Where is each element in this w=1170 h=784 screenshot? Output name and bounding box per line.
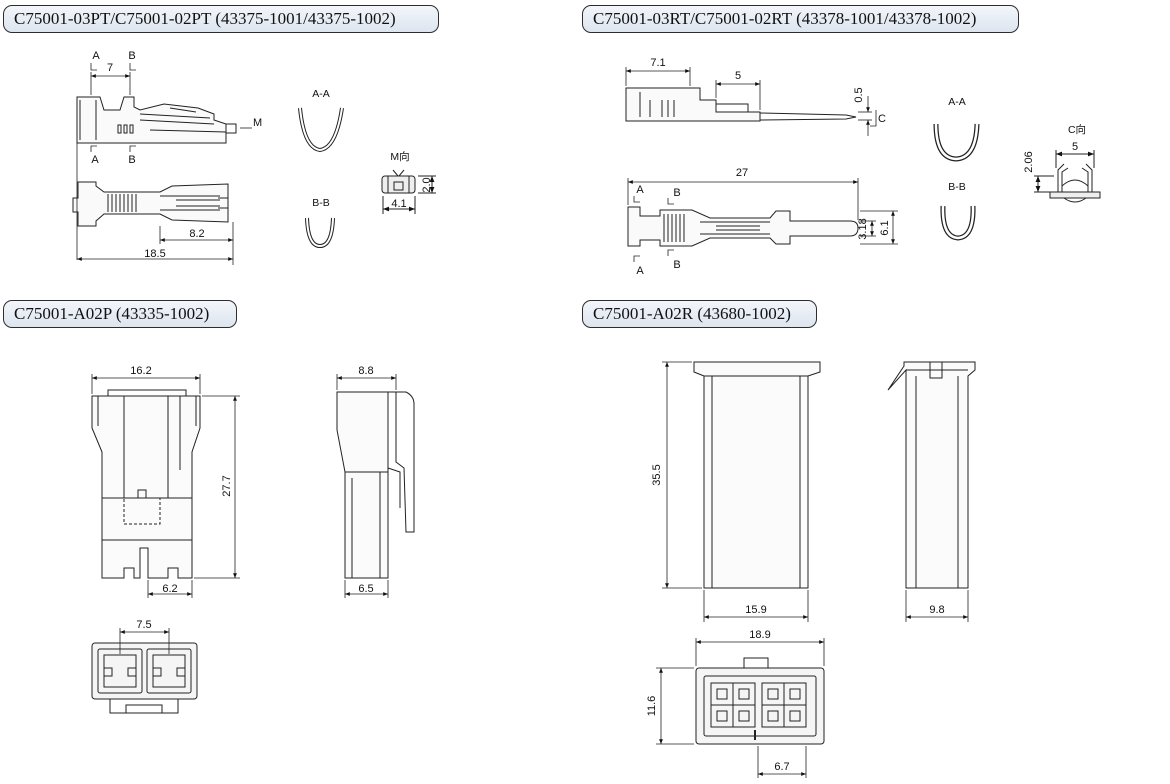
female-dimension-lines <box>625 67 898 262</box>
female-section-aa-label: A-A <box>948 96 966 108</box>
dim-receptacle-face-pitch: 6.7 <box>774 761 789 773</box>
dim-overall-length-female: 7.1 <box>650 57 665 69</box>
plug-dimension-labels: 16.2 27.7 6.2 8.8 6.5 7.5 <box>130 365 373 631</box>
male-section-aa-label: A-A <box>312 88 330 100</box>
dim-contact-length: 8.2 <box>189 228 204 240</box>
plug-housing-side-view <box>336 391 415 579</box>
receptacle-dimension-labels: 35.5 15.9 9.8 18.9 11.6 6.7 <box>646 464 945 773</box>
dim-overall-length: 18.5 <box>144 248 165 260</box>
male-section-aa <box>298 107 344 153</box>
female-terminal-top-view <box>627 206 859 247</box>
male-section-bb <box>305 217 335 249</box>
receptacle-face-view <box>695 657 825 745</box>
dim-receptacle-width: 15.9 <box>745 604 766 616</box>
header-bottom-right: C75001-A02R (43680-1002) <box>582 300 817 328</box>
dim-plug-face-pitch: 7.5 <box>136 619 151 631</box>
female-section-aa <box>933 123 980 162</box>
female-dimension-labels: 7.1 5 0.5 C 27 3.18 6.1 A B A B <box>636 57 891 277</box>
section-a-mark-bottom-female: A <box>636 265 644 277</box>
female-terminal-side-view <box>625 87 857 122</box>
header-top-right: C75001-03RT/C75001-02RT (43378-1001/4337… <box>582 5 1019 33</box>
male-terminal-top-view <box>72 181 229 227</box>
dim-plug-pitch: 6.2 <box>162 583 177 595</box>
female-c-view <box>1034 150 1101 203</box>
dim-plug-height: 27.7 <box>221 475 233 496</box>
dim-contact: 5 <box>735 70 741 82</box>
female-section-bb-label: B-B <box>948 181 966 193</box>
section-a-mark-top: A <box>92 50 100 62</box>
section-a-mark-bottom: A <box>91 154 99 166</box>
plug-dimension-lines <box>91 374 397 654</box>
view-c-label: C向 <box>1068 123 1086 136</box>
dim-plug-side-top: 8.8 <box>358 365 373 377</box>
dim-outer-width: 6.1 <box>879 220 891 235</box>
section-b-mark-bottom-female: B <box>673 259 680 271</box>
dim-receptacle-side-width: 9.8 <box>929 604 944 616</box>
dim-receptacle-height: 35.5 <box>651 464 663 485</box>
dim-inner-width: 3.18 <box>857 218 869 239</box>
dim-m-height: 2.0 <box>421 177 433 192</box>
receptacle-front-view <box>693 361 821 589</box>
dim-total-length: 27 <box>736 167 748 179</box>
male-section-bb-label: B-B <box>312 197 330 209</box>
dim-receptacle-face-width: 18.9 <box>749 629 770 641</box>
dim-thickness: 0.5 <box>853 87 865 102</box>
view-m-label: M向 <box>390 150 409 163</box>
male-m-view <box>381 169 436 214</box>
section-b-mark-top: B <box>128 50 135 62</box>
dim-c-height: 2.06 <box>1023 151 1035 172</box>
female-section-bb <box>940 205 976 241</box>
plug-housing-face-view <box>91 642 198 714</box>
view-c-mark: C <box>878 113 886 125</box>
dim-m-width: 4.1 <box>391 198 406 210</box>
dim-a-to-b: 7 <box>107 62 113 74</box>
male-dimension-labels: 7 18.5 8.2 A B A B M <box>91 50 262 260</box>
section-b-mark-top-female: B <box>673 187 680 199</box>
header-bottom-left: C75001-A02P (43335-1002) <box>3 300 237 328</box>
receptacle-dimension-lines <box>656 361 969 778</box>
dim-c-width: 5 <box>1072 141 1078 153</box>
receptacle-side-view <box>887 361 976 589</box>
dim-receptacle-face-height: 11.6 <box>646 696 658 717</box>
male-dimension-lines <box>76 63 252 265</box>
section-b-mark-bottom: B <box>128 154 135 166</box>
section-a-mark-top-female: A <box>636 184 644 196</box>
male-terminal-side-view <box>76 96 237 144</box>
view-m-mark: M <box>253 117 262 129</box>
plug-housing-front-view <box>91 389 201 579</box>
header-top-left: C75001-03PT/C75001-02PT (43375-1001/4337… <box>3 5 439 33</box>
dim-plug-width: 16.2 <box>130 365 151 377</box>
dim-plug-side-bottom: 6.5 <box>358 583 373 595</box>
